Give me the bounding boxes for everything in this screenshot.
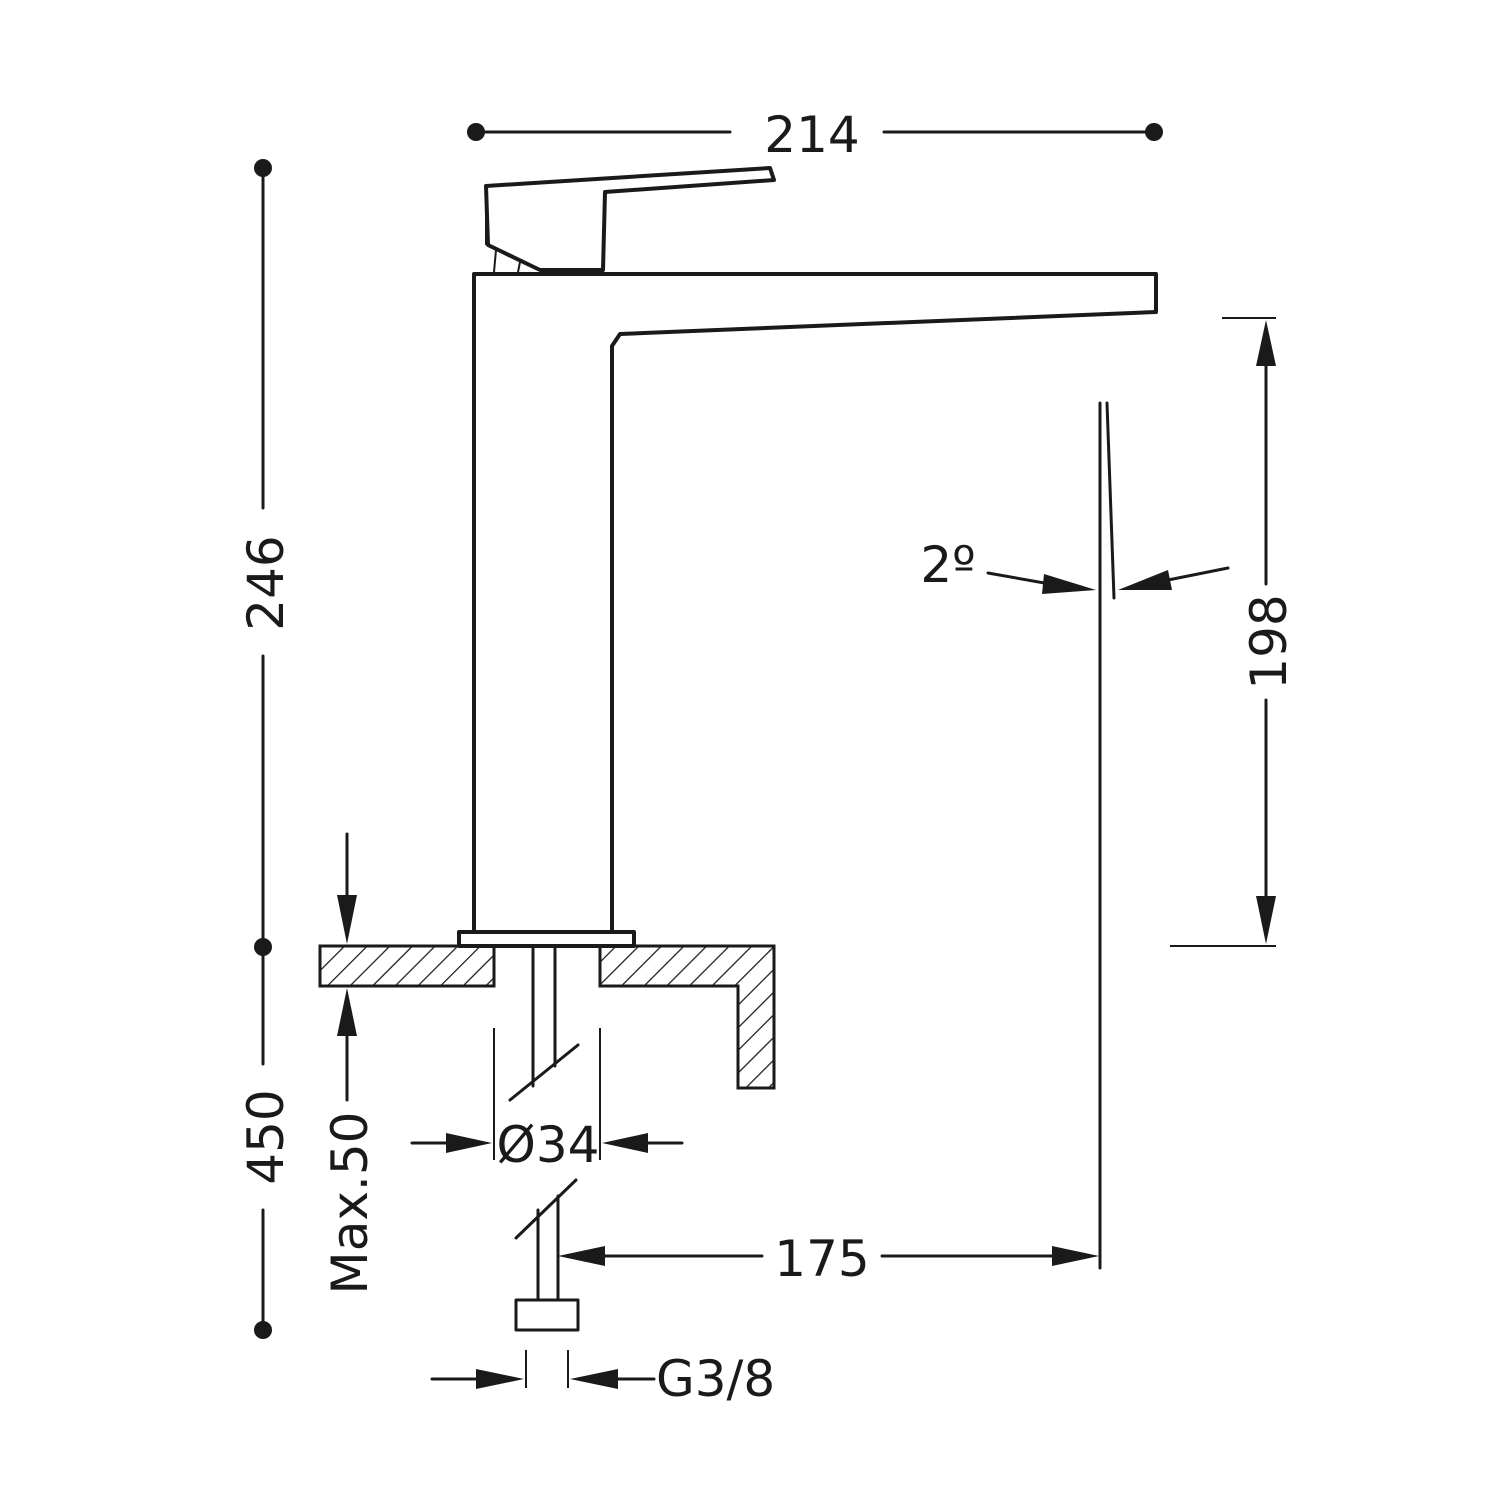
dim-spout-height: 198 bbox=[1170, 317, 1298, 947]
label-base-diameter: Ø34 bbox=[497, 1116, 600, 1174]
dim-spout-reach: 175 bbox=[558, 1230, 1099, 1288]
countertop-left bbox=[318, 944, 496, 988]
spout-body bbox=[472, 272, 1158, 934]
dim-connection-thread: G3/8 bbox=[430, 1350, 775, 1408]
label-hose-length: 450 bbox=[237, 1089, 295, 1184]
label-counter-thickness: Max.50 bbox=[321, 1112, 379, 1295]
faucet-outline bbox=[457, 166, 1158, 948]
supply-hose bbox=[508, 944, 580, 1332]
label-total-width: 214 bbox=[764, 106, 859, 164]
label-spout-angle: 2º bbox=[920, 536, 975, 594]
dim-spout-angle: 2º bbox=[920, 401, 1230, 1270]
dim-total-height: 246 bbox=[237, 159, 295, 956]
dim-base-diameter: Ø34 bbox=[410, 1028, 684, 1174]
base-flange bbox=[457, 930, 636, 948]
connector-nut bbox=[514, 1298, 580, 1332]
label-connection-thread: G3/8 bbox=[656, 1350, 775, 1408]
label-spout-reach: 175 bbox=[774, 1230, 869, 1288]
lever-handle bbox=[484, 166, 776, 272]
dim-counter-thickness: Max.50 bbox=[321, 832, 379, 1295]
label-total-height: 246 bbox=[237, 535, 295, 630]
dim-total-width: 214 bbox=[467, 106, 1163, 164]
label-spout-height: 198 bbox=[1240, 594, 1298, 689]
countertop-right bbox=[598, 944, 776, 1090]
countertop-section bbox=[318, 944, 776, 1090]
dim-hose-length: 450 bbox=[237, 945, 295, 1339]
